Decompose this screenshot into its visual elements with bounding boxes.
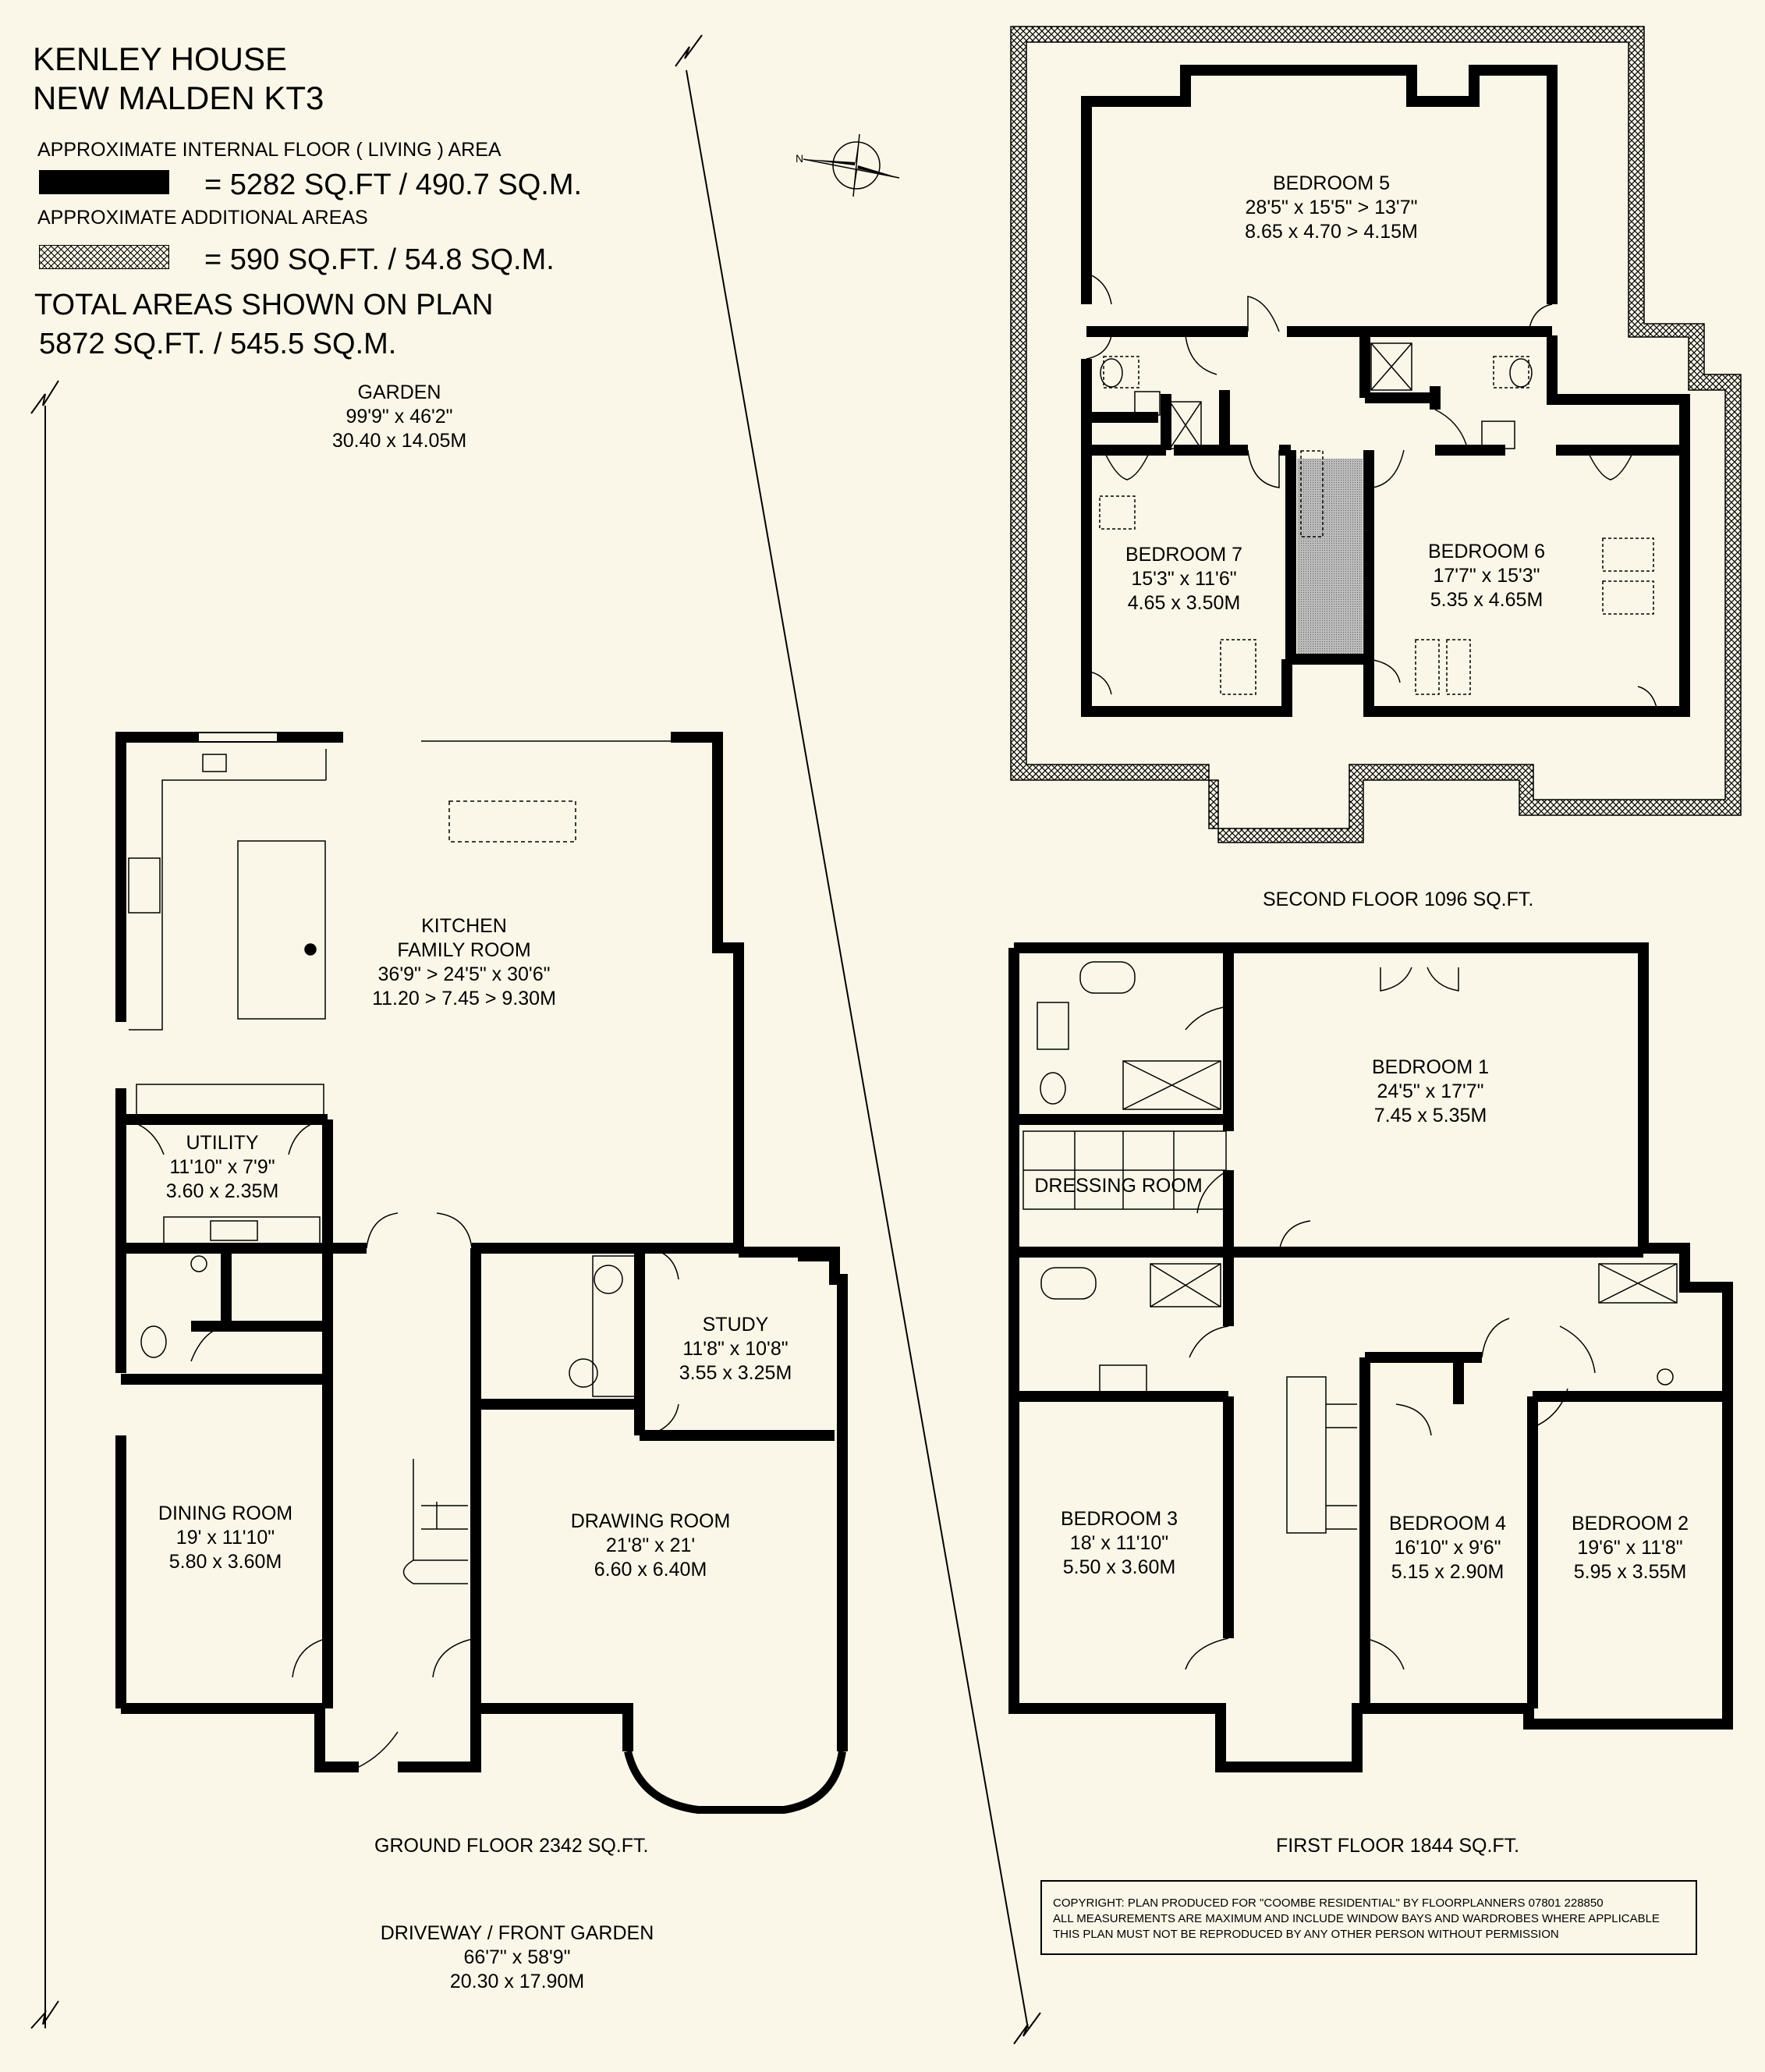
room-study: STUDY 11'8" x 10'8" 3.55 x 3.25M (679, 1313, 792, 1385)
boundary-lines (30, 34, 1041, 2045)
room-metric: 5.95 x 3.55M (1573, 1561, 1687, 1583)
kitchen-fittings (120, 733, 679, 1768)
room-metric: 3.60 x 2.35M (165, 1180, 279, 1202)
room-bedroom-5: BEDROOM 5 28'5" x 15'5" > 13'7" 8.65 x 4… (1245, 172, 1418, 244)
room-metric: 5.35 x 4.65M (1430, 589, 1543, 611)
room-metric: 3.55 x 3.25M (679, 1362, 792, 1384)
first-floor-walls (1008, 942, 1733, 1772)
garden-metric: 30.40 x 14.05M (331, 430, 467, 452)
first-floor-label: FIRST FLOOR 1844 SQ.FT. (1276, 1835, 1520, 1857)
garden-label: GARDEN 99'9" x 46'2" 30.40 x 14.05M (332, 381, 466, 453)
room-metric: 4.65 x 3.50M (1127, 592, 1241, 614)
second-floor-label: SECOND FLOOR 1096 SQ.FT. (1263, 889, 1534, 910)
room-imperial: 24'5" x 17'7" (1377, 1080, 1484, 1102)
internal-area-swatch (39, 170, 169, 194)
internal-area-label: APPROXIMATE INTERNAL FLOOR ( LIVING ) AR… (37, 139, 502, 161)
room-bedroom-1: BEDROOM 1 24'5" x 17'7" 7.45 x 5.35M (1372, 1056, 1489, 1128)
room-name: KITCHEN (421, 915, 507, 937)
total-area-label: TOTAL AREAS SHOWN ON PLAN (34, 289, 494, 321)
ground-floor-label: GROUND FLOOR 2342 SQ.FT. (374, 1835, 649, 1857)
property-title: KENLEY HOUSE (33, 41, 288, 77)
additional-area-label: APPROXIMATE ADDITIONAL AREAS (37, 207, 368, 229)
room-dressing: DRESSING ROOM (1034, 1174, 1202, 1198)
room-metric: 5.80 x 3.60M (168, 1551, 282, 1573)
copyright-line: ALL MEASUREMENTS ARE MAXIMUM AND INCLUDE… (1053, 1912, 1660, 1925)
room-metric: 11.20 > 7.45 > 9.30M (372, 988, 556, 1009)
room-dining: DINING ROOM 19' x 11'10" 5.80 x 3.60M (158, 1502, 292, 1574)
room-metric: 7.45 x 5.35M (1373, 1105, 1487, 1126)
room-metric: 6.60 x 6.40M (594, 1559, 707, 1581)
room-metric: 5.50 x 3.60M (1062, 1556, 1176, 1578)
room-name: UTILITY (186, 1132, 259, 1154)
driveway-metric: 20.30 x 17.90M (449, 1971, 585, 1992)
ground-floor-walls (115, 732, 848, 1814)
garden-imperial: 99'9" x 46'2" (346, 406, 453, 428)
room-imperial: 16'10" x 9'6" (1394, 1537, 1501, 1559)
room-imperial: 11'10" x 7'9" (169, 1156, 275, 1178)
room-name: DRESSING ROOM (1034, 1175, 1203, 1197)
room-name: BEDROOM 6 (1427, 541, 1546, 562)
room-name: DINING ROOM (158, 1503, 293, 1524)
room-imperial: 36'9" > 24'5" x 30'6" (377, 963, 551, 985)
room-name: BEDROOM 4 (1388, 1513, 1507, 1534)
copyright-line: COPYRIGHT: PLAN PRODUCED FOR "COOMBE RES… (1053, 1896, 1604, 1910)
room-bedroom-2: BEDROOM 2 19'6" x 11'8" 5.95 x 3.55M (1572, 1512, 1689, 1584)
driveway-name: DRIVEWAY / FRONT GARDEN (380, 1922, 654, 1944)
room-name: STUDY (702, 1314, 769, 1336)
internal-area-value: = 5282 SQ.FT / 490.7 SQ.M. (204, 169, 583, 201)
room-name: BEDROOM 5 (1272, 172, 1391, 194)
room-bedroom-6: BEDROOM 6 17'7" x 15'3" 5.35 x 4.65M (1428, 540, 1545, 612)
room-name: BEDROOM 2 (1571, 1513, 1689, 1534)
room-kitchen-family: KITCHEN FAMILY ROOM 36'9" > 24'5" x 30'6… (372, 914, 556, 1011)
room-name: BEDROOM 1 (1371, 1056, 1490, 1078)
second-floor-fittings (1086, 272, 1658, 712)
room-imperial: 18' x 11'10" (1069, 1532, 1169, 1554)
copyright-box: COPYRIGHT: PLAN PRODUCED FOR "COOMBE RES… (1040, 1880, 1697, 1955)
room-imperial: 28'5" x 15'5" > 13'7" (1245, 197, 1418, 218)
room-name: BEDROOM 3 (1060, 1508, 1178, 1530)
compass-north-label: N (796, 152, 804, 165)
garden-name: GARDEN (357, 381, 441, 403)
second-floor-additional-area (1010, 26, 1742, 843)
room-bedroom-3: BEDROOM 3 18' x 11'10" 5.50 x 3.60M (1061, 1507, 1178, 1580)
room-utility: UTILITY 11'10" x 7'9" 3.60 x 2.35M (166, 1131, 279, 1204)
stair-void (1297, 459, 1363, 654)
total-area-value: 5872 SQ.FT. / 545.5 SQ.M. (39, 328, 397, 360)
additional-area-value: = 590 SQ.FT. / 54.8 SQ.M. (204, 243, 555, 276)
property-location: NEW MALDEN KT3 (33, 80, 324, 116)
second-floor-walls (1081, 65, 1690, 717)
room-bedroom-7: BEDROOM 7 15'3" x 11'6" 4.65 x 3.50M (1125, 543, 1242, 616)
room-name: BEDROOM 7 (1125, 544, 1243, 566)
room-metric: 8.65 x 4.70 > 4.15M (1245, 221, 1418, 243)
additional-area-swatch (39, 245, 169, 269)
room-name: DRAWING ROOM (570, 1510, 731, 1532)
room-bedroom-4: BEDROOM 4 16'10" x 9'6" 5.15 x 2.90M (1389, 1512, 1506, 1584)
room-metric: 5.15 x 2.90M (1391, 1561, 1505, 1583)
room-imperial: 21'8" x 21' (605, 1534, 696, 1556)
room-imperial: 11'8" x 10'8" (682, 1338, 789, 1360)
driveway-imperial: 66'7" x 58'9" (463, 1946, 571, 1968)
room-drawing: DRAWING ROOM 21'8" x 21' 6.60 x 6.40M (571, 1510, 731, 1582)
room-imperial: 19'6" x 11'8" (1577, 1537, 1683, 1559)
first-floor-fittings (1022, 961, 1678, 1670)
room-name: FAMILY ROOM (397, 939, 531, 961)
room-imperial: 17'7" x 15'3" (1433, 565, 1540, 587)
driveway-label: DRIVEWAY / FRONT GARDEN 66'7" x 58'9" 20… (381, 1921, 654, 1994)
compass-icon (803, 133, 900, 197)
room-imperial: 15'3" x 11'6" (1131, 568, 1237, 590)
copyright-line: THIS PLAN MUST NOT BE REPRODUCED BY ANY … (1053, 1928, 1559, 1941)
room-imperial: 19' x 11'10" (175, 1527, 275, 1549)
